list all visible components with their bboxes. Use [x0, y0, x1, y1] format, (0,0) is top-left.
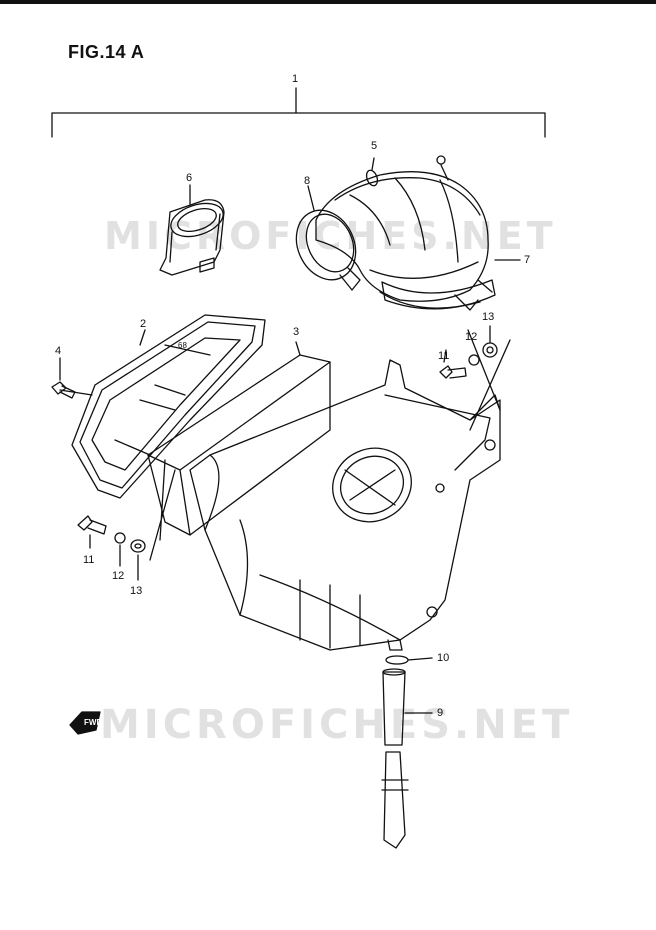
- callout-7: 7: [524, 254, 531, 266]
- forward-arrow-label: FWD: [84, 718, 103, 727]
- intake-boot-part-7: [315, 155, 521, 311]
- callout-1: 1: [292, 73, 299, 85]
- clamp-ring-part-8: [295, 185, 361, 291]
- screw-part-4: [51, 357, 76, 399]
- callout-12-left: 12: [112, 570, 125, 582]
- drain-hose-part-9: [381, 655, 433, 849]
- forward-arrow-icon: [69, 711, 101, 735]
- callout-5: 5: [371, 140, 378, 152]
- hardware-right: [439, 325, 511, 431]
- air-filter-part-3: [147, 341, 331, 536]
- callout-13-left: 13: [130, 585, 143, 597]
- top-border-rule: [0, 0, 656, 4]
- hardware-left: [77, 459, 176, 581]
- callout-10: 10: [437, 652, 450, 664]
- callout-11-right: 11: [438, 350, 450, 362]
- callout-4: 4: [55, 345, 62, 357]
- callout-2: 2: [140, 318, 147, 330]
- intake-duct-part-6: [159, 184, 225, 276]
- callout-11-left: 11: [83, 554, 95, 566]
- callout-3: 3: [293, 326, 300, 338]
- air-box-housing: [189, 359, 501, 651]
- callout-6: 6: [186, 172, 193, 184]
- figure-title: FIG.14 A: [68, 42, 145, 62]
- watermark-lower: MICROFICHES.NET: [100, 702, 574, 748]
- callout-12-right: 12: [465, 331, 478, 343]
- callout-13-right: 13: [482, 311, 495, 323]
- lower-cover-part-2: [59, 314, 266, 499]
- assembly-bracket: [51, 87, 546, 138]
- callout-9: 9: [437, 707, 444, 719]
- part-marking-text: 68: [178, 341, 187, 350]
- callout-8: 8: [304, 175, 311, 187]
